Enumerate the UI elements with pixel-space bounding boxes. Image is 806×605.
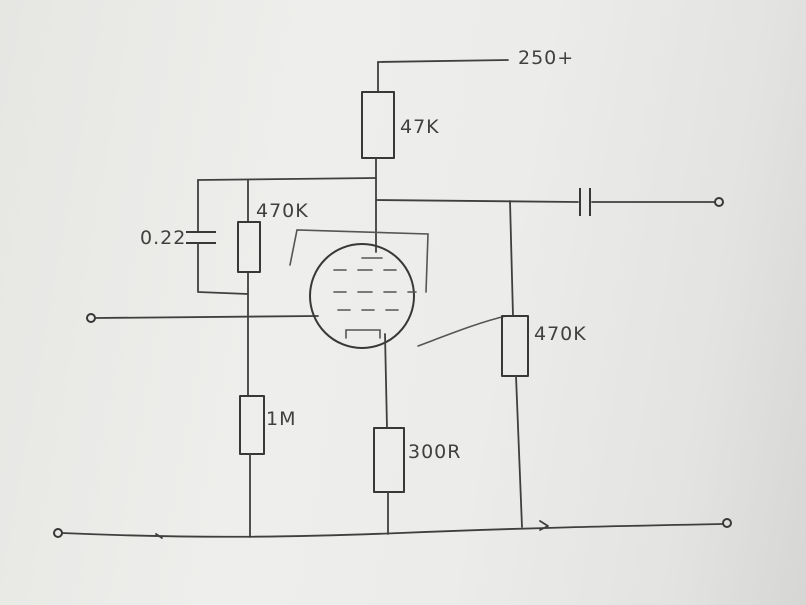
cathode-resistor-icon xyxy=(373,427,405,493)
plate-resistor-icon xyxy=(361,91,395,159)
cathode-resistor-label: 300R xyxy=(408,441,461,463)
grid-resistor-icon xyxy=(239,395,265,455)
output-terminal-icon[interactable] xyxy=(714,197,724,207)
input-line xyxy=(86,313,319,323)
cathode-wire xyxy=(384,333,388,429)
ground-rail xyxy=(61,520,723,539)
supply-rail xyxy=(377,59,509,93)
triode-tube-icon xyxy=(289,229,507,349)
supply-voltage-label: 250+ xyxy=(518,47,574,69)
ground-right-terminal-icon[interactable] xyxy=(722,518,732,528)
feedback-capacitor-icon xyxy=(186,179,249,295)
output-resistor-label: 470K xyxy=(534,323,587,345)
plate-resistor-label: 47K xyxy=(400,116,440,138)
grid-resistor-label: 1M xyxy=(266,408,296,430)
output-resistor-ground-wire xyxy=(515,375,523,528)
output-capacitor-icon xyxy=(579,188,591,216)
input-terminal-icon[interactable] xyxy=(86,313,96,323)
feedback-resistor-label: 470K xyxy=(256,200,309,222)
ground-left-terminal-icon[interactable] xyxy=(53,528,63,538)
feedback-capacitor-label: 0.22 xyxy=(140,227,186,249)
output-resistor-icon xyxy=(501,315,529,377)
feedback-resistor-icon xyxy=(237,221,261,273)
plate-node-wires xyxy=(197,157,716,317)
